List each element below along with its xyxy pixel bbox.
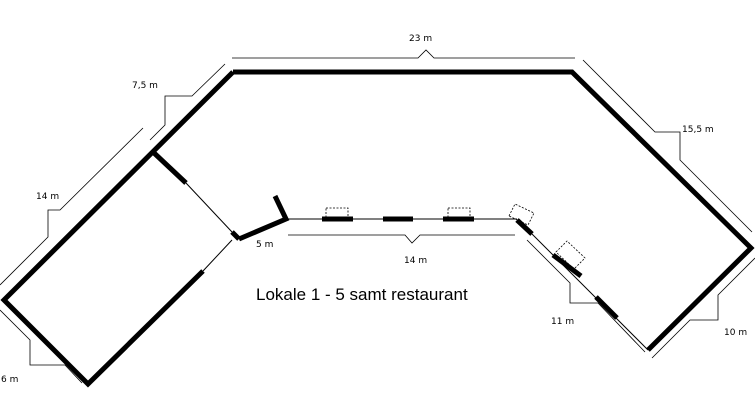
plan-title: Lokale 1 - 5 samt restaurant bbox=[256, 285, 468, 304]
walls bbox=[0, 69, 755, 388]
dimension-right-end: 10 m bbox=[724, 328, 747, 338]
dimension-inner-short: 5 m bbox=[256, 240, 273, 250]
dimension-inner-diagonal: 11 m bbox=[551, 317, 574, 327]
dimension-top: 23 m bbox=[409, 34, 432, 44]
dimension-lines bbox=[0, 49, 755, 384]
dimension-top-left: 7,5 m bbox=[132, 81, 158, 91]
facade-segments bbox=[322, 216, 619, 320]
window-markers bbox=[325, 203, 586, 270]
dimension-inner-middle: 14 m bbox=[404, 256, 427, 266]
dimension-bottom-left: 6 m bbox=[1, 375, 18, 385]
interior-lines bbox=[185, 182, 649, 351]
dimension-top-right: 15,5 m bbox=[682, 125, 714, 135]
dimension-left: 14 m bbox=[36, 192, 59, 202]
